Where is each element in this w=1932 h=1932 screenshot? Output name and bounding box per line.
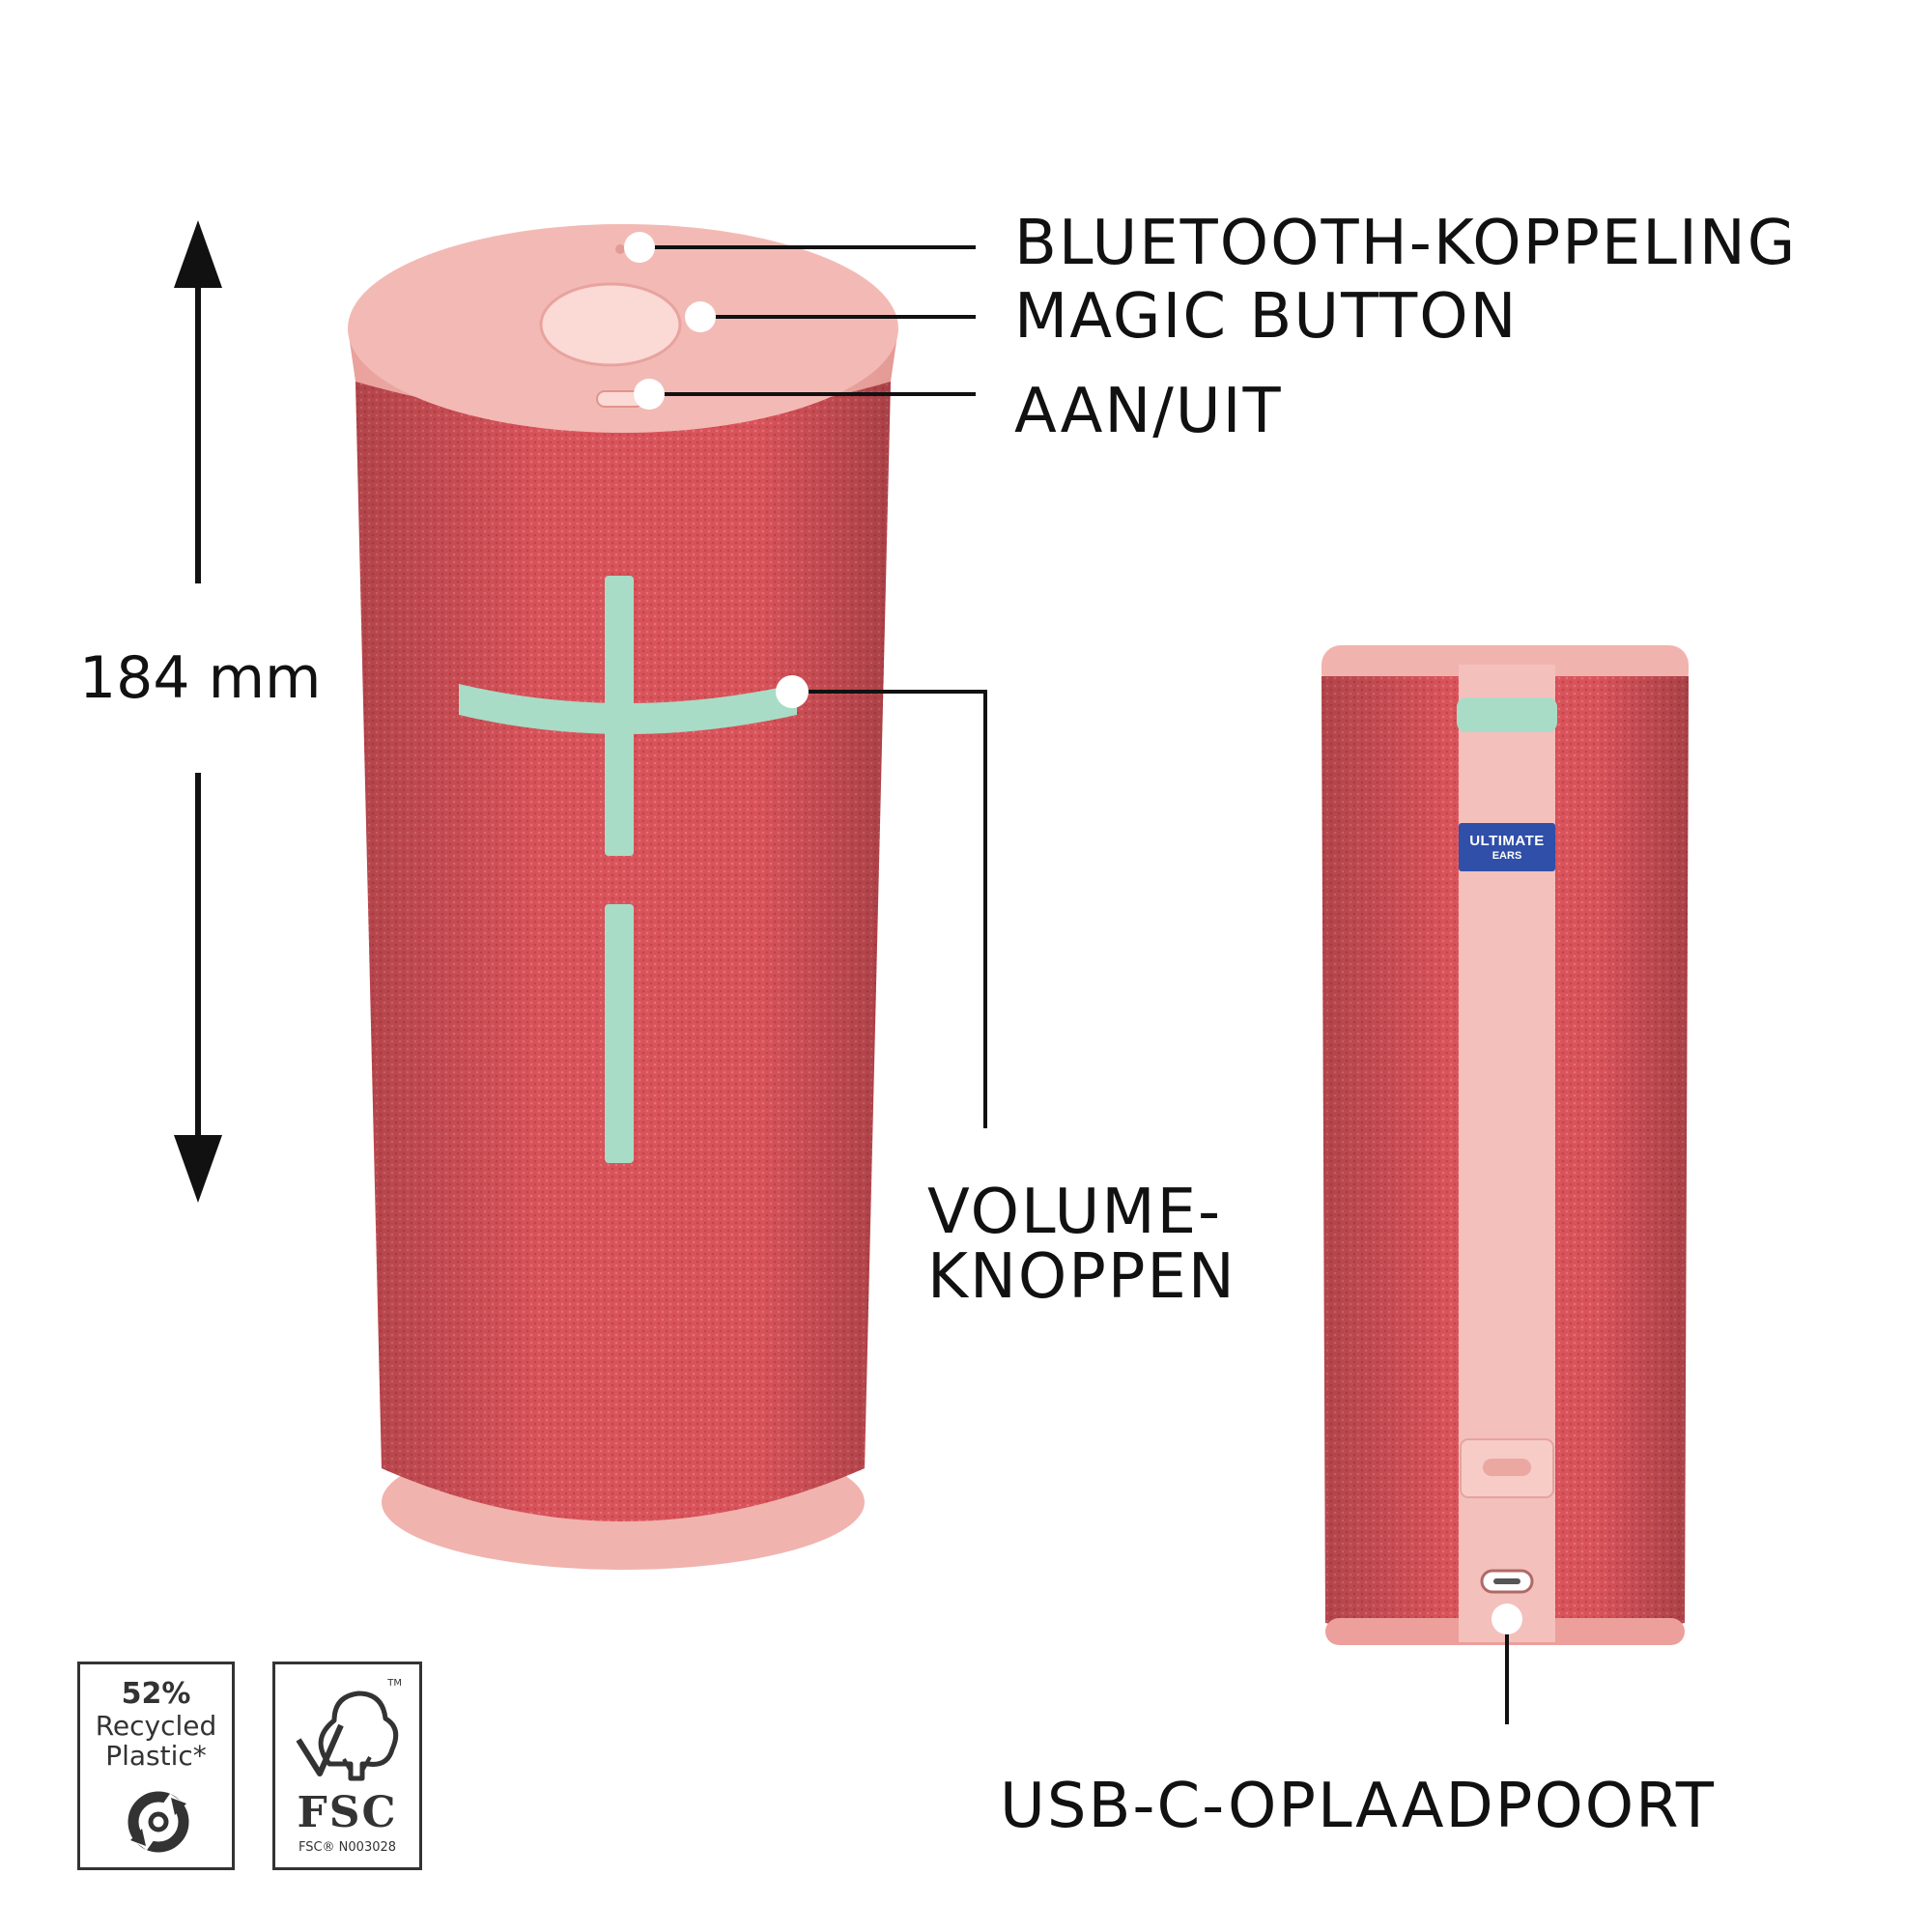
fsc-badge: TM FSC FSC® N003028 [272, 1662, 422, 1870]
recycled-line2: Recycled [95, 1709, 217, 1742]
dot-bluetooth [624, 232, 655, 263]
volume-plus-horizontal [459, 684, 797, 734]
callout-volume-label: VOLUME- KNOPPEN [927, 1177, 1236, 1314]
arrow-down-head [174, 1135, 222, 1203]
ultimate-ears-logo-tag: ULTIMATE EARS [1459, 823, 1555, 871]
dot-usb [1492, 1604, 1522, 1634]
callout-leaders [639, 245, 1509, 1724]
speaker-front-view [348, 224, 898, 1570]
dot-magic [685, 301, 716, 332]
recycle-arrows-icon [128, 1791, 189, 1853]
speaker-back-view [1321, 645, 1689, 1645]
fsc-tree-checkmark-icon [296, 1690, 399, 1781]
fsc-wordmark: FSC [297, 1788, 398, 1837]
bluetooth-button [615, 244, 625, 254]
callout-usb-label: USB-C-OPLAADPOORT [1000, 1771, 1716, 1842]
recycled-plastic-badge: 52% Recycled Plastic* [77, 1662, 235, 1870]
recycled-line3: Plastic* [105, 1739, 207, 1772]
height-dimension-arrow [174, 220, 222, 1203]
callout-bluetooth-label: BLUETOOTH-KOPPELING [1014, 208, 1798, 279]
volume-minus-bar [605, 904, 634, 1163]
fsc-trademark: TM [387, 1678, 402, 1689]
leader-volume [792, 690, 987, 1128]
callout-dots [624, 232, 1522, 1634]
port-cover-tab [1483, 1459, 1531, 1476]
dot-volume [776, 675, 809, 708]
brand-line2: EARS [1492, 850, 1522, 862]
recycled-percent: 52% [121, 1677, 191, 1711]
callout-volume-line1: VOLUME- [927, 1177, 1223, 1248]
callout-power-label: AAN/UIT [1014, 376, 1283, 447]
callout-magic-button-label: MAGIC BUTTON [1014, 281, 1519, 353]
brand-line1: ULTIMATE [1469, 833, 1545, 849]
arrow-up-shaft [195, 282, 201, 583]
callout-volume-line2: KNOPPEN [927, 1241, 1236, 1314]
height-dimension-label: 184 mm [79, 644, 322, 712]
arrow-up-head [174, 220, 222, 288]
dot-power [634, 379, 665, 410]
arrow-down-shaft [195, 773, 201, 1140]
strap-loop [1457, 697, 1557, 732]
fsc-license-code: FSC® N003028 [298, 1840, 397, 1855]
magic-button [539, 282, 682, 367]
